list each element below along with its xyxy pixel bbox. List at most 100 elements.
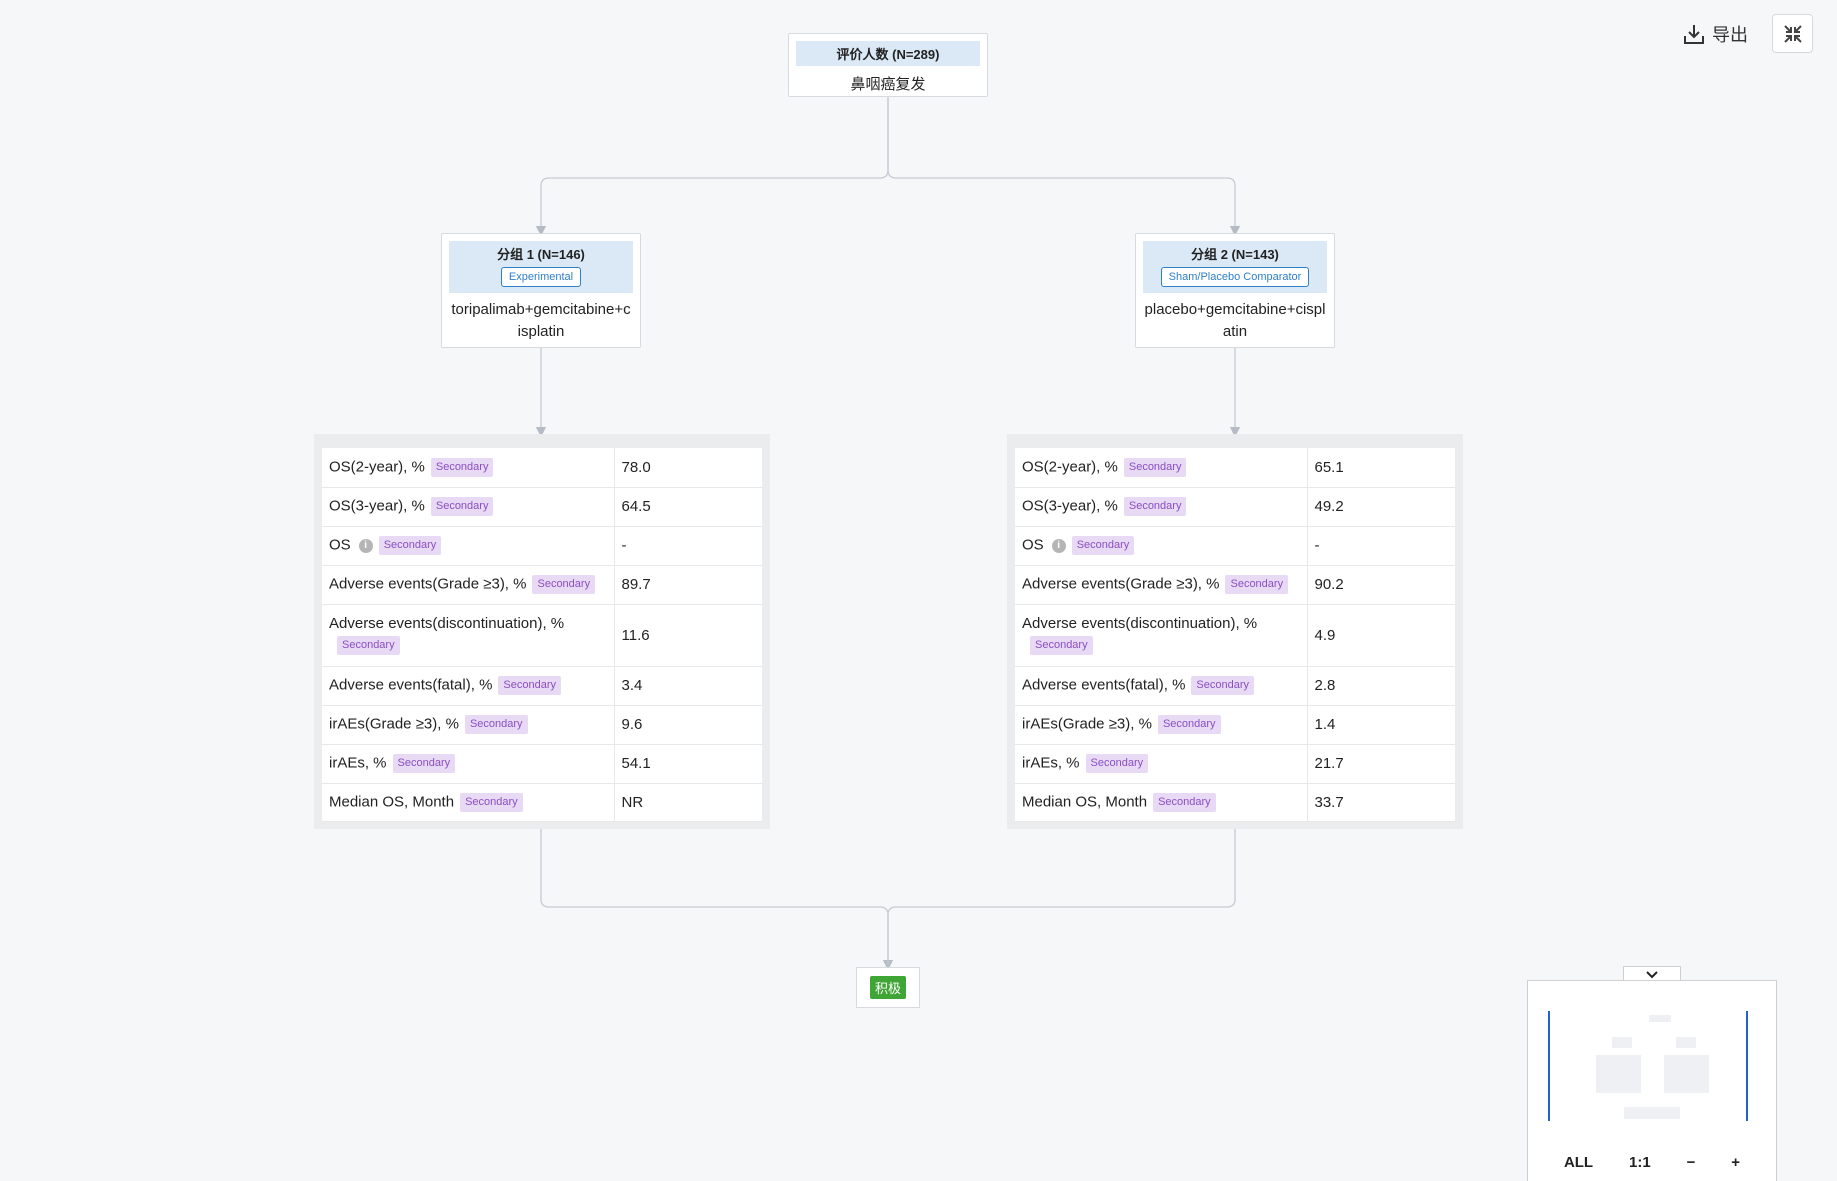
- zoom-in-button[interactable]: +: [1731, 1154, 1740, 1171]
- outcome-value: 33.7: [1306, 783, 1455, 822]
- outcome-value: 9.6: [613, 705, 762, 745]
- arm-node-1[interactable]: 分组 1 (N=146) Experimental toripalimab+ge…: [441, 233, 641, 348]
- minimap-controls: ALL 1:1 − +: [1528, 1154, 1776, 1171]
- endpoint-type-badge: Secondary: [532, 575, 596, 594]
- outcome-label: OS(2-year), %: [329, 458, 425, 476]
- info-icon[interactable]: i: [1051, 538, 1066, 553]
- outcome-value: 3.4: [613, 666, 762, 706]
- root-node-label: 鼻咽癌复发: [850, 76, 926, 93]
- table-row: Adverse events(fatal), % Secondary 3.4: [322, 666, 762, 706]
- connector-root-arm1: [535, 97, 889, 237]
- arm-node-header: 分组 1 (N=146) Experimental: [449, 241, 633, 293]
- arm-intervention: toripalimab+gemcitabine+cisplatin: [451, 301, 631, 340]
- download-icon: [1684, 25, 1704, 44]
- endpoint-type-badge: Secondary: [378, 536, 442, 555]
- minimap-toggle-button[interactable]: [1623, 966, 1681, 982]
- outcome-value: 2.8: [1306, 666, 1455, 706]
- outcome-label: Adverse events(fatal), %: [329, 676, 493, 694]
- arm-type-tag: Experimental: [500, 267, 582, 287]
- fit-all-button[interactable]: ALL: [1563, 1154, 1594, 1171]
- table-row: Adverse events(Grade ≥3), % Secondary 89.7: [322, 565, 762, 605]
- arm-node-header: 分组 2 (N=143) Sham/Placebo Comparator: [1143, 241, 1327, 293]
- outcome-value: 64.5: [613, 487, 762, 527]
- endpoint-type-badge: Secondary: [392, 754, 456, 773]
- outcome-label-cell: OS(2-year), %Secondary: [322, 448, 614, 488]
- minimap-preview: [1548, 1011, 1748, 1121]
- outcome-label: OS(3-year), %: [1022, 497, 1118, 515]
- connector-root-arm2: [887, 97, 1241, 237]
- outcome-value: 65.1: [1306, 448, 1455, 488]
- endpoint-type-badge: Secondary: [1153, 792, 1216, 812]
- arm-intervention: placebo+gemcitabine+cisplatin: [1144, 301, 1326, 340]
- outcome-label-cell: Adverse events(fatal), % Secondary: [322, 666, 614, 706]
- outcome-label: Adverse events(Grade ≥3), %: [329, 575, 527, 593]
- outcome-value: 54.1: [613, 744, 762, 784]
- export-button[interactable]: 导出: [1682, 20, 1748, 48]
- collapse-fullscreen-button[interactable]: [1772, 14, 1813, 53]
- result-node[interactable]: 积极: [856, 967, 920, 1008]
- outcome-label-cell: OS(3-year), %Secondary: [322, 487, 614, 527]
- outcome-value: -: [613, 526, 762, 566]
- outcome-label-cell: OS(2-year), %Secondary: [1015, 448, 1307, 488]
- outcome-value: NR: [613, 783, 762, 822]
- outcome-label: Adverse events(Grade ≥3), %: [1022, 575, 1220, 593]
- outcome-label-cell: Adverse events(Grade ≥3), % Secondary: [1015, 565, 1307, 605]
- info-icon[interactable]: i: [358, 538, 373, 553]
- endpoint-type-badge: Secondary: [460, 792, 523, 812]
- chevron-down-icon: [1646, 970, 1658, 978]
- table-row: Adverse events(discontinuation), % Second…: [1015, 604, 1455, 667]
- outcome-value: 4.9: [1306, 604, 1455, 667]
- outcome-value: 1.4: [1306, 705, 1455, 745]
- outcome-value: 78.0: [613, 448, 762, 488]
- zoom-out-button[interactable]: −: [1686, 1154, 1696, 1171]
- outcome-label: OS: [329, 536, 351, 554]
- endpoint-type-badge: Secondary: [498, 676, 561, 695]
- arm-node-title: 分组 2 (N=143): [1191, 247, 1279, 262]
- connector-table1-result: [540, 829, 894, 971]
- outcome-label: irAEs(Grade ≥3), %: [1022, 715, 1152, 733]
- arm-type-tag: Sham/Placebo Comparator: [1160, 267, 1310, 287]
- reset-zoom-button[interactable]: 1:1: [1629, 1154, 1651, 1171]
- outcome-label-cell: Adverse events(discontinuation), %Second…: [322, 604, 614, 667]
- arm-node-2[interactable]: 分组 2 (N=143) Sham/Placebo Comparator pla…: [1135, 233, 1335, 348]
- outcome-value: 90.2: [1306, 565, 1455, 605]
- outcome-label-cell: OS i Secondary: [322, 526, 614, 566]
- endpoint-type-badge: Secondary: [1085, 754, 1149, 773]
- outcome-label-cell: irAEs(Grade ≥3), %Secondary: [322, 705, 614, 745]
- outcome-label: OS(3-year), %: [329, 497, 425, 515]
- arm-node-title: 分组 1 (N=146): [497, 247, 585, 262]
- table-row: OS i Secondary -: [322, 526, 762, 566]
- table-row: Adverse events(Grade ≥3), % Secondary 90.2: [1015, 565, 1455, 605]
- root-node[interactable]: 评价人数 (N=289) 鼻咽癌复发: [788, 33, 988, 97]
- outcome-label-cell: Adverse events(discontinuation), % Second…: [1015, 604, 1307, 667]
- endpoint-type-badge: Secondary: [1030, 636, 1093, 655]
- endpoint-type-badge: Secondary: [1071, 536, 1135, 555]
- outcome-value: 49.2: [1306, 487, 1455, 527]
- outcome-value: 21.7: [1306, 744, 1455, 784]
- outcome-label-cell: irAEs, %Secondary: [322, 744, 614, 784]
- endpoint-type-badge: Secondary: [1225, 575, 1289, 594]
- connector-table2-result: [887, 829, 1236, 965]
- outcome-label: Adverse events(discontinuation), %: [1022, 615, 1258, 632]
- outcome-label-cell: Adverse events(fatal), %Secondary: [1015, 666, 1307, 706]
- minimap[interactable]: ALL 1:1 − +: [1527, 980, 1777, 1181]
- outcome-label-cell: Adverse events(Grade ≥3), % Secondary: [322, 565, 614, 605]
- outcome-value: 89.7: [613, 565, 762, 605]
- outcome-label-cell: irAEs(Grade ≥3), %Secondary: [1015, 705, 1307, 745]
- outcome-label: Adverse events(fatal), %: [1022, 676, 1186, 694]
